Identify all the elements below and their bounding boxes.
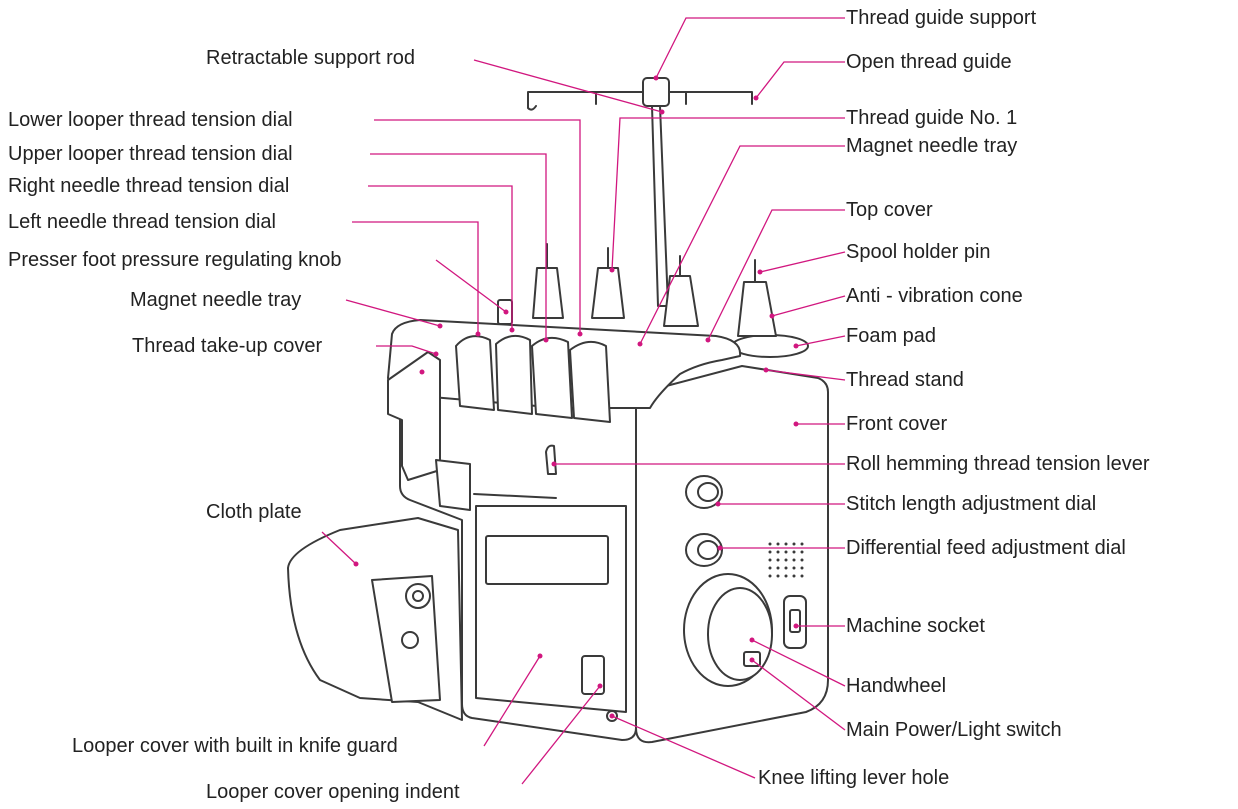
leader-foam-pad — [795, 335, 846, 347]
label-lower-looper-dial: Lower looper thread tension dial — [8, 109, 293, 131]
label-left-needle-dial: Left needle thread tension dial — [8, 211, 276, 233]
leader-handwheel — [751, 639, 846, 687]
label-retractable-rod: Retractable support rod — [206, 47, 416, 69]
label-stitch-length-dial: Stitch length adjustment dial — [846, 493, 1097, 515]
tension-dial-3 — [531, 336, 573, 419]
label-spool-holder-pin: Spool holder pin — [846, 241, 991, 263]
label-top-cover: Top cover — [846, 199, 933, 221]
tension-dial-4 — [569, 340, 611, 423]
stitch-length-dial-shape — [685, 475, 723, 509]
leader-retractable-rod — [473, 59, 663, 113]
label-roll-hemming-lever: Roll hemming thread tension lever — [846, 453, 1150, 475]
retractable-support-rod — [651, 105, 669, 307]
leader-presser-foot — [435, 259, 507, 313]
leader-thread-stand — [765, 369, 846, 381]
label-differential-feed-dial: Differential feed adjustment dial — [846, 537, 1126, 559]
label-presser-foot-knob: Presser foot pressure regulating knob — [8, 249, 342, 271]
label-thread-takeup-cover: Thread take-up cover — [132, 335, 323, 357]
spool-cone-2 — [591, 247, 625, 319]
label-upper-looper-dial: Upper looper thread tension dial — [8, 143, 293, 165]
roll-hemming-lever — [545, 444, 557, 475]
leader-lower-looper — [374, 119, 581, 334]
thread-guide-support — [642, 77, 670, 107]
leader-magnet-needle-tray-top — [639, 145, 845, 345]
label-cloth-plate: Cloth plate — [206, 501, 302, 523]
leader-takeup-cover — [376, 345, 437, 355]
right-body — [635, 365, 829, 744]
spool-cone-1 — [532, 243, 564, 319]
leader-looper-indent — [521, 685, 601, 785]
label-thread-guide-no1: Thread guide No. 1 — [846, 107, 1018, 129]
leader-top-cover — [707, 209, 845, 341]
spool-cone-3 — [663, 255, 699, 327]
tension-dial-2 — [495, 334, 533, 415]
label-open-thread-guide: Open thread guide — [846, 51, 1012, 73]
thread-takeup-cover-shape — [387, 351, 441, 481]
label-magnet-needle-tray-left: Magnet needle tray — [130, 289, 302, 311]
label-looper-cover-knife-guard: Looper cover with built in knife guard — [72, 735, 398, 757]
leader-upper-looper — [370, 153, 547, 340]
needle-bar — [435, 459, 471, 511]
vent-grille — [768, 542, 804, 578]
differential-feed-dial-shape — [685, 533, 723, 567]
label-right-needle-dial: Right needle thread tension dial — [8, 175, 290, 197]
label-anti-vibration-cone: Anti - vibration cone — [846, 285, 1023, 307]
label-thread-guide-support: Thread guide support — [846, 7, 1037, 29]
label-thread-stand: Thread stand — [846, 369, 964, 391]
thread-guide-bar — [527, 91, 753, 111]
leader-left-needle — [352, 221, 479, 334]
label-handwheel: Handwheel — [846, 675, 947, 697]
leader-thread-guide-support — [655, 17, 845, 79]
leader-looper-cover — [483, 655, 541, 747]
label-foam-pad: Foam pad — [846, 325, 937, 347]
tension-dial-1 — [455, 335, 495, 411]
label-machine-socket: Machine socket — [846, 615, 985, 637]
label-magnet-needle-tray-top: Magnet needle tray — [846, 135, 1018, 157]
leader-knee-lift — [611, 715, 756, 779]
leader-open-thread-guide — [755, 61, 845, 99]
leader-main-power — [751, 659, 846, 731]
leader-thread-guide-no1 — [611, 117, 845, 271]
leader-spool-holder-pin — [759, 251, 846, 273]
label-main-power-switch: Main Power/Light switch — [846, 719, 1062, 741]
anti-vibration-cone-shape — [737, 259, 777, 337]
label-knee-lifting-lever-hole: Knee lifting lever hole — [758, 767, 950, 789]
label-looper-cover-indent: Looper cover opening indent — [206, 781, 460, 803]
leader-right-needle — [368, 185, 513, 330]
label-front-cover: Front cover — [846, 413, 948, 435]
leader-cloth-plate — [321, 531, 357, 565]
leader-magnet-needle-tray-left — [345, 299, 441, 327]
leader-anti-vibration-cone — [771, 295, 846, 317]
